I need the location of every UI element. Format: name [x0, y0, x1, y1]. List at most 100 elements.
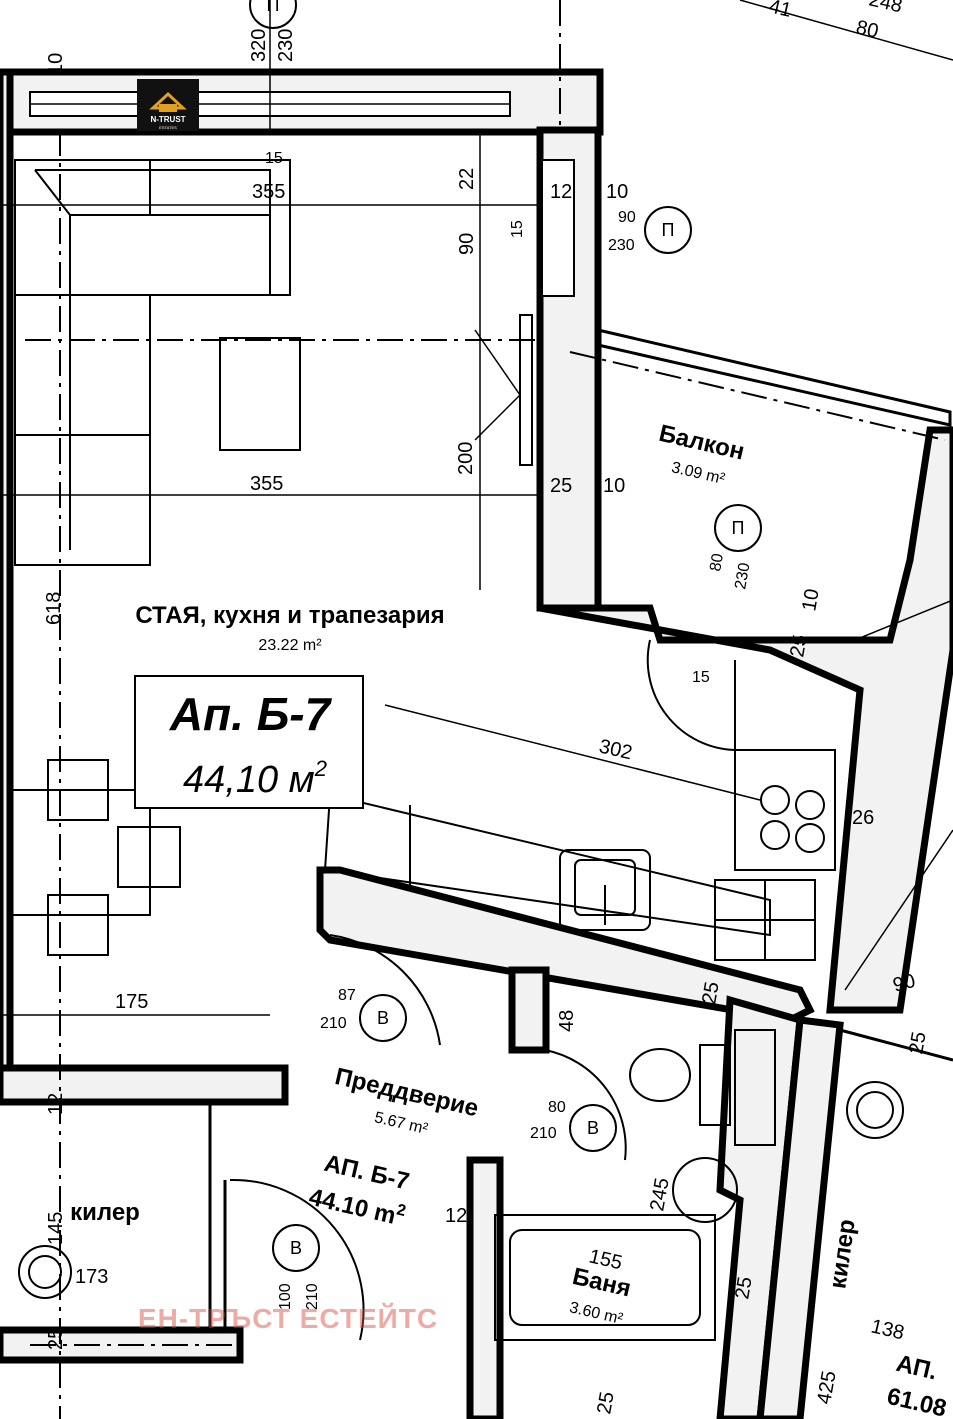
dim-90-a: 90: [456, 233, 478, 255]
dim-10-b: 10: [606, 181, 628, 203]
markers: П П П В В В: [249, 0, 762, 1272]
neighbor-title: АП.: [894, 1350, 940, 1386]
dim-15-b: 15: [509, 220, 526, 238]
balcony-name: Балкон: [656, 420, 747, 466]
sofa: [14, 159, 291, 566]
watermark: ЕН-ТРЪСТ ЕСТЕЙТС: [138, 1302, 438, 1334]
dim-425: 425: [813, 1369, 840, 1406]
dim-210-a: 210: [320, 1015, 347, 1032]
apartment-title: Ап. Б-7: [169, 688, 333, 740]
dim-25-g: 25: [593, 1390, 619, 1416]
dim-10-top: 10: [45, 53, 67, 75]
living-room-area: 23.22 m²: [258, 637, 322, 654]
boiler: [18, 1245, 72, 1299]
toilet: [629, 1048, 691, 1102]
bath-door-swing: [544, 1049, 627, 1161]
dining-set: [9, 759, 181, 956]
brand-logo: N-TRUST ESTATES: [137, 79, 199, 131]
apartment-box: Ап. Б-7 44,10 м2: [134, 675, 364, 809]
apartment-area: 44,10 м2: [183, 756, 327, 801]
balcony-door-swing: [646, 639, 736, 751]
dim-80-c: 80: [548, 1099, 566, 1116]
boiler-right: [846, 1081, 904, 1139]
furniture: [9, 159, 953, 1341]
dim-175: 175: [115, 991, 148, 1013]
dim-145: 145: [45, 1212, 67, 1245]
dim-320: 320: [248, 29, 270, 62]
closet-right-name: килер: [824, 1218, 860, 1291]
dim-80-b: 80: [707, 552, 727, 573]
hall-wall: [508, 966, 550, 1054]
marker-p-top: П: [267, 0, 280, 15]
left-wall: [0, 68, 14, 1086]
marker-p-balcony: П: [732, 518, 745, 538]
closet-wall: [756, 1016, 844, 1419]
dim-10-c: 10: [603, 475, 625, 497]
marker-p-window: П: [662, 220, 675, 240]
dim-12-a: 12: [550, 181, 572, 203]
balcony-wall: [539, 426, 953, 1014]
dim-25-f: 25: [45, 1328, 67, 1350]
tv: [519, 314, 533, 466]
closet-name: килер: [70, 1199, 140, 1226]
dim-230-c: 230: [732, 561, 753, 590]
dim-90-c: 90: [891, 970, 918, 997]
doors: [229, 639, 736, 1341]
marker-v-entry: В: [377, 1008, 389, 1028]
dim-25-b: 25: [786, 633, 812, 659]
kitchen-wall: [316, 866, 815, 1024]
dim-41: 41: [767, 0, 794, 22]
closet-door-swing: [229, 1178, 365, 1341]
dim-25-a: 25: [550, 475, 572, 497]
dim-230: 230: [275, 29, 297, 62]
bottom-left-wall: [0, 1064, 289, 1106]
brand-sub: ESTATES: [159, 125, 177, 130]
dim-230-b: 230: [608, 237, 635, 254]
stove: [734, 749, 836, 871]
dim-22: 22: [456, 168, 478, 190]
sink: [559, 849, 651, 931]
dim-26: 26: [852, 807, 874, 829]
dim-245: 245: [646, 1176, 673, 1213]
dim-90-b: 90: [618, 209, 636, 226]
dim-80-top: 80: [854, 16, 881, 42]
dim-200: 200: [455, 442, 477, 475]
marker-v-bath: В: [587, 1118, 599, 1138]
hall-name: Преддверие: [332, 1063, 481, 1122]
bath-area: 3.60 m²: [568, 1299, 625, 1328]
washbasin: [672, 1157, 738, 1223]
washer: [734, 1029, 776, 1146]
marker-v-closet: В: [290, 1238, 302, 1258]
dim-355-top: 355: [252, 181, 285, 203]
bath-fixtures: [494, 1029, 776, 1341]
dim-618: 618: [43, 592, 65, 625]
dim-15-a: 15: [265, 150, 283, 167]
dim-15-c: 15: [692, 669, 710, 686]
brand-name: N-TRUST: [150, 115, 185, 124]
dim-100: 100: [277, 1283, 294, 1310]
dim-355-bottom: 355: [250, 473, 283, 495]
dim-25-c: 25: [698, 980, 724, 1006]
entry-door-swing: [329, 934, 441, 1046]
dim-138: 138: [869, 1315, 906, 1344]
dim-10-d: 10: [798, 587, 824, 613]
dim-48: 48: [556, 1010, 578, 1032]
bathtub: [494, 1214, 716, 1341]
axis-lines: [25, 0, 946, 1419]
dim-12-c: 12: [445, 1205, 467, 1227]
balcony-area: 3.09 m²: [670, 459, 727, 488]
dim-87: 87: [338, 987, 356, 1004]
hall-area: 5.67 m²: [373, 1109, 430, 1138]
dim-12-b: 12: [45, 1093, 67, 1115]
dimension-texts: 320 230 10 41 80 248 15 355 22 90 12 10 …: [43, 0, 931, 1416]
dim-25-d: 25: [905, 1030, 931, 1056]
dim-248: 248: [867, 0, 904, 17]
coffee-table: [219, 337, 301, 451]
dim-25-e: 25: [731, 1275, 757, 1301]
dim-210-b: 210: [530, 1125, 557, 1142]
side-window: [541, 159, 575, 297]
neighbor-area: 61.08: [884, 1383, 949, 1419]
living-room-name: СТАЯ, кухня и трапезария: [135, 602, 444, 629]
dim-173: 173: [75, 1266, 108, 1288]
